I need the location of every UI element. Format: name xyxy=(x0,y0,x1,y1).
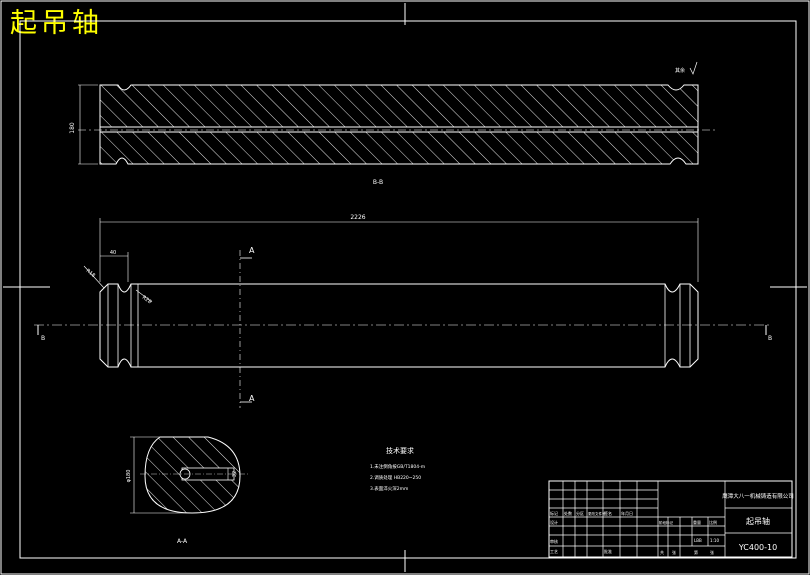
section-height-dim: 180 xyxy=(69,122,76,134)
row-label: 更改文件号 xyxy=(588,511,606,516)
cut-b-left-label: B xyxy=(41,335,45,342)
section-aa-view xyxy=(130,436,250,514)
cut-a-bottom-label: A xyxy=(249,394,255,403)
tech-requirement-item: 2.调质处理 HB220~250 xyxy=(370,474,421,481)
shaft-elevation-view xyxy=(34,218,770,408)
design-label: 设计 xyxy=(550,519,558,525)
company-name: 鹰潭大八一机械铸造有限公司 xyxy=(722,492,794,500)
part-name: 起吊轴 xyxy=(746,516,770,526)
tech-requirement-item: 1.未注倒角按GB/T1804-m xyxy=(370,463,425,470)
sheet-label: 张 xyxy=(672,549,676,555)
scale-value: 1:10 xyxy=(710,538,719,543)
overall-length-dim: 2226 xyxy=(350,214,365,221)
left-offset-dim: 40 xyxy=(110,250,116,256)
row-label: 处数 xyxy=(564,510,572,516)
chamfer-dim: R18 xyxy=(85,268,96,279)
stage-label: 阶段标记 xyxy=(659,520,673,525)
sheet-label: 共 xyxy=(660,549,664,555)
roughness-symbol xyxy=(689,61,698,75)
approve-label: 批准 xyxy=(604,548,612,554)
groove-radius-dim: R28 xyxy=(141,295,153,306)
title-block xyxy=(548,480,793,558)
section-bb-view xyxy=(78,84,716,165)
weight-value: LBB xyxy=(694,538,702,543)
aa-diameter-dim: φ180 xyxy=(126,470,132,483)
cut-b-right-label: B xyxy=(768,335,772,342)
stage-label: 重量 xyxy=(693,519,701,525)
sheet-label: 第 xyxy=(694,549,698,555)
review-label: 审核 xyxy=(550,538,558,544)
drawing-number: YC400-10 xyxy=(738,543,777,552)
row-label: 标记 xyxy=(550,510,558,516)
tech-requirements: 技术要求 1.未注倒角按GB/T1804-m 2.调质处理 HB220~250 … xyxy=(370,446,425,492)
section-aa-label: A-A xyxy=(177,538,188,545)
process-label: 工艺 xyxy=(550,549,558,554)
page-title: 起吊轴 xyxy=(10,8,103,39)
stage-label: 比例 xyxy=(709,519,717,525)
cut-a-top-label: A xyxy=(249,246,255,255)
tech-requirement-item: 3.表面淬火深2mm xyxy=(370,485,408,492)
aa-hole-dim: 32 xyxy=(232,471,238,477)
row-label: 分区 xyxy=(576,510,584,516)
sheet-label: 张 xyxy=(710,549,714,555)
surface-finish-note: 其余 xyxy=(675,67,685,74)
tech-requirements-title: 技术要求 xyxy=(386,446,414,455)
row-label: 年月日 xyxy=(621,510,633,516)
section-bb-label: B-B xyxy=(373,179,383,186)
row-label: 签名 xyxy=(604,510,612,516)
